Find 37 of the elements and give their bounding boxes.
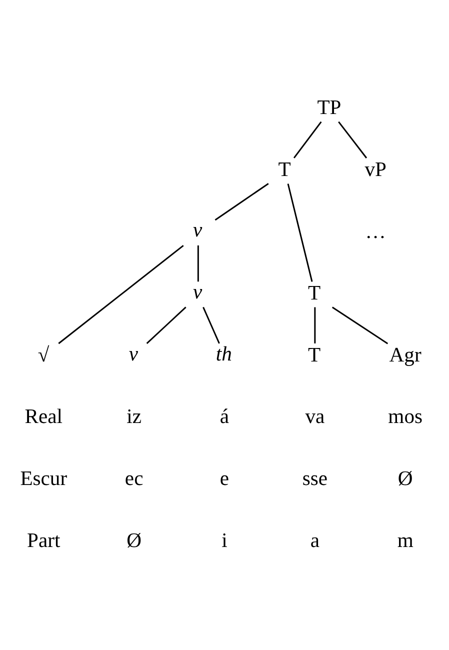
label: iz: [126, 406, 142, 428]
label: mos: [388, 406, 423, 428]
node-text: v: [128, 342, 138, 365]
node-text: T: [308, 282, 321, 304]
connector: [293, 120, 322, 158]
connector: [197, 244, 199, 282]
node-text: T: [308, 344, 321, 366]
connector: [314, 306, 316, 343]
label: sse: [302, 468, 328, 490]
node-text: v: [193, 219, 202, 242]
label: e: [220, 468, 230, 490]
label: Ø: [126, 529, 142, 552]
connector: [146, 306, 186, 344]
connector: [287, 183, 313, 282]
label: a: [310, 529, 320, 552]
label: i: [222, 529, 228, 552]
label: á: [220, 406, 230, 428]
node-text: th: [216, 342, 232, 365]
node-text: T: [278, 158, 291, 181]
label: m: [397, 529, 414, 552]
connector: [214, 182, 269, 220]
label: Part: [27, 529, 60, 552]
label: Real: [24, 406, 63, 428]
connector: [202, 306, 220, 344]
node-text: TP: [317, 96, 342, 119]
node-text: √: [38, 344, 50, 366]
label: Ø: [398, 468, 413, 490]
node-text: v: [193, 280, 202, 303]
node-text: vP: [364, 158, 386, 181]
node-text: Agr: [389, 344, 422, 366]
label: Escur: [20, 468, 68, 490]
label: ec: [124, 468, 144, 490]
connector: [58, 244, 184, 344]
label: va: [305, 406, 325, 428]
connector: [338, 120, 368, 158]
connector: [332, 306, 388, 344]
label: …: [365, 220, 386, 242]
